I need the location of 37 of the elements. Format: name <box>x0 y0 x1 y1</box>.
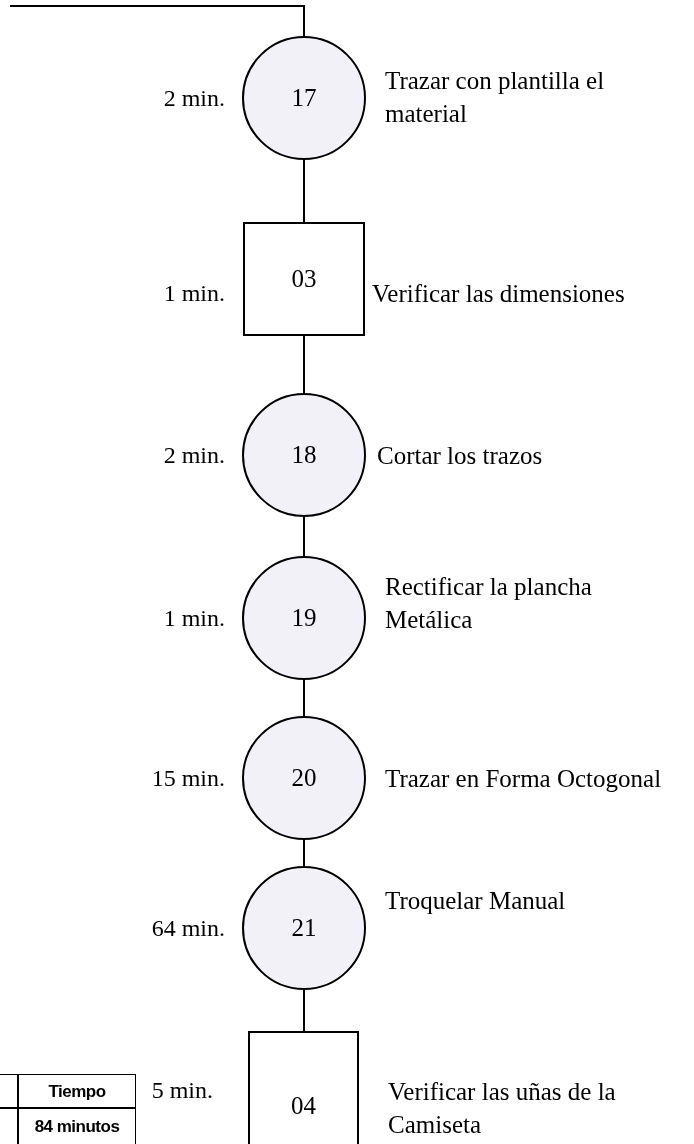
step-number: 04 <box>291 1092 316 1120</box>
step-number: 19 <box>291 604 317 632</box>
duration-label: 2 min. <box>163 84 225 113</box>
step-description: Troquelar Manual <box>385 885 567 916</box>
step-description: Rectificar la plancha Metálica <box>385 572 593 635</box>
inspection-box <box>248 1031 359 1144</box>
step-description: Trazar en Forma Octogonal <box>385 763 663 794</box>
step-description: Verificar las uñas de la Camiseta <box>388 1077 617 1140</box>
total-time-cell: 84 minutos <box>18 1107 136 1144</box>
operation-circle <box>242 866 366 990</box>
operation-circle <box>242 393 366 517</box>
operation-circle <box>242 556 366 680</box>
duration-label: 15 min. <box>151 764 225 793</box>
duration-label: 1 min. <box>163 604 225 633</box>
duration-label: 2 min. <box>163 441 225 470</box>
connector-line <box>9 5 305 37</box>
step-description: Verificar las dimensiones <box>372 278 626 309</box>
step-number: 18 <box>291 441 317 469</box>
step-description: Trazar con plantilla el material <box>385 66 606 129</box>
connector-line <box>303 679 305 717</box>
step-number: 17 <box>291 84 317 112</box>
operation-circle <box>242 36 366 160</box>
step-description: Cortar los trazos <box>377 440 544 471</box>
connector-line <box>303 335 305 394</box>
step-number: 03 <box>291 265 317 293</box>
connector-line <box>303 159 305 223</box>
duration-label: 64 min. <box>151 914 225 943</box>
connector-line <box>303 839 305 867</box>
duration-label: 1 min. <box>163 279 225 308</box>
operation-circle <box>242 716 366 840</box>
inspection-box <box>243 222 365 336</box>
step-number: 21 <box>291 914 317 942</box>
step-number: 20 <box>291 764 317 792</box>
connector-line <box>303 516 305 557</box>
connector-line <box>303 989 305 1032</box>
duration-label: 5 min. <box>151 1076 213 1105</box>
table-header-cell: Tiempo <box>18 1074 136 1109</box>
